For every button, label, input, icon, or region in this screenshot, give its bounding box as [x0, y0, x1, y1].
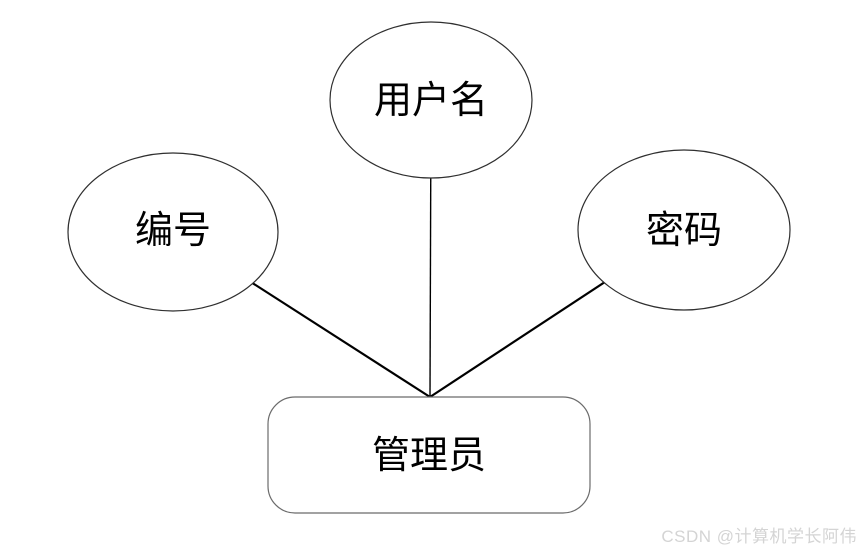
attribute-label-password: 密码: [646, 208, 722, 252]
attribute-ellipse-username: [329, 21, 533, 179]
attribute-label-username: 用户名: [374, 78, 488, 122]
attribute-ellipse-id: [67, 152, 279, 312]
watermark: CSDN @计算机学长阿伟: [661, 527, 857, 546]
attribute-label-id: 编号: [135, 208, 211, 252]
entity-label-admin: 管理员: [372, 433, 486, 477]
attribute-ellipse-password: [577, 149, 791, 311]
entity-rect-admin: [267, 396, 591, 514]
